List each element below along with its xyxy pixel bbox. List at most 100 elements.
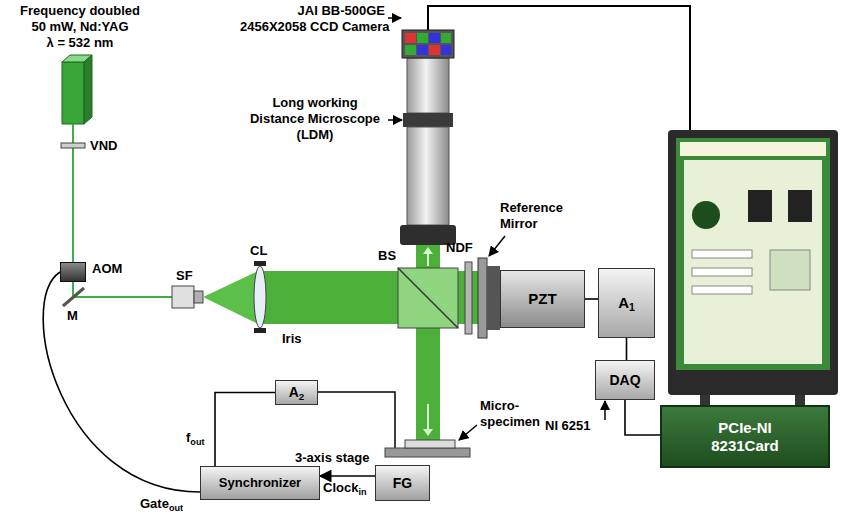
beam-splitter xyxy=(398,268,458,328)
reference-mirror xyxy=(478,258,500,338)
part-label: 3-axis stage xyxy=(295,450,369,466)
connector-wire xyxy=(43,272,200,492)
laser-beam xyxy=(73,296,172,298)
monitor xyxy=(700,395,710,405)
node-text: DAQ xyxy=(609,372,640,388)
ccd-camera xyxy=(405,45,416,55)
node-text: FG xyxy=(393,475,412,491)
microscope xyxy=(403,113,453,127)
stage xyxy=(405,440,455,448)
beam-direction-arrow xyxy=(423,429,433,436)
spatial-filter xyxy=(172,286,203,308)
part-label: NDF xyxy=(446,240,473,256)
aom-box: AOM xyxy=(60,262,86,282)
laser-beam xyxy=(73,124,172,297)
mirror xyxy=(63,288,84,306)
node-text: A1 xyxy=(618,294,635,311)
ccd-camera xyxy=(417,45,428,55)
monitor xyxy=(692,250,752,258)
monitor xyxy=(770,250,810,290)
leader-arrow xyxy=(388,18,605,440)
monitor xyxy=(680,142,826,156)
node-text: AOM xyxy=(92,262,122,277)
collimated-beam xyxy=(262,271,398,324)
ccd-camera xyxy=(429,45,440,55)
monitor xyxy=(676,138,830,370)
mirror xyxy=(63,288,84,306)
connector-wire xyxy=(320,475,375,477)
monitor xyxy=(668,130,838,405)
nd-filter xyxy=(465,262,472,334)
collimating-lens xyxy=(254,266,266,328)
signal-label: fout xyxy=(186,430,204,446)
camera-wire xyxy=(428,6,690,130)
subscript: 2 xyxy=(299,391,304,402)
vnd-filter xyxy=(61,143,85,148)
part-label: Reference Mirror xyxy=(500,200,563,232)
signal-label: Gateout xyxy=(140,496,183,512)
monitor xyxy=(788,190,812,222)
nd-filter xyxy=(465,262,472,334)
collimating-lens xyxy=(254,328,266,333)
laser-label: Frequency doubled 50 mW, Nd:YAG λ = 532 … xyxy=(10,3,150,51)
collimating-lens xyxy=(254,261,266,333)
vnd-filter xyxy=(61,143,85,148)
spatial-filter xyxy=(172,286,194,308)
amplifier-box: A2 xyxy=(275,380,318,405)
leader-arrow xyxy=(489,236,505,256)
microscope xyxy=(400,58,456,245)
signal-label: NI 6251 xyxy=(545,418,591,434)
monitor xyxy=(692,286,752,294)
spatial-filter xyxy=(194,291,203,303)
pzt-box: PZT xyxy=(500,270,585,328)
collimating-lens xyxy=(254,261,266,266)
monitor xyxy=(692,268,752,276)
part-label: BS xyxy=(378,248,396,264)
ccd-camera xyxy=(402,30,454,58)
daq-box: DAQ xyxy=(595,360,655,400)
synchronizer-box: Synchronizer xyxy=(200,466,320,500)
amplifier-box: A1 xyxy=(598,268,655,338)
monitor xyxy=(795,395,805,405)
connector-wire xyxy=(626,338,628,360)
reference-mirror xyxy=(487,266,500,330)
expanding-beam xyxy=(203,271,258,324)
laser xyxy=(84,55,92,124)
collimated-beam xyxy=(416,245,440,268)
monitor xyxy=(748,190,772,222)
node-text: A2 xyxy=(289,384,305,400)
connector-wire xyxy=(215,393,275,467)
function-generator-box: FG xyxy=(375,465,430,501)
monitor xyxy=(692,201,720,229)
ccd-camera xyxy=(429,33,440,43)
camera-wire xyxy=(428,6,690,130)
connector-wire xyxy=(625,400,660,435)
beam-direction-arrow xyxy=(427,252,429,266)
ccd-camera xyxy=(405,33,416,43)
part-label: SF xyxy=(176,268,193,284)
beam-splitter xyxy=(398,268,458,328)
part-label: VND xyxy=(90,138,117,154)
beam-splitter xyxy=(398,268,458,328)
expanding-beam xyxy=(203,271,258,324)
ccd-camera xyxy=(441,45,451,55)
microscope xyxy=(407,58,449,113)
camera-label: JAI BB-500GE 2456X2058 CCD Camera xyxy=(240,3,385,35)
ccd-camera xyxy=(417,33,428,43)
laser xyxy=(62,62,84,124)
node-text: Synchronizer xyxy=(219,476,301,491)
leader-arrow xyxy=(388,17,401,19)
beam-direction-arrow xyxy=(423,247,433,254)
ccd-camera xyxy=(402,30,454,58)
subscript: out xyxy=(169,503,183,513)
microscope-label: Long working Distance Microscope (LDM) xyxy=(245,95,385,143)
connector-wire xyxy=(585,298,598,300)
part-label: CL xyxy=(250,243,267,259)
part-label: Micro-specimen xyxy=(480,398,548,430)
beam-direction-arrow xyxy=(427,404,429,430)
part-label: M xyxy=(67,308,78,324)
microscope xyxy=(407,127,449,225)
subscript: 1 xyxy=(629,302,635,314)
leader-arrow xyxy=(459,425,477,440)
monitor xyxy=(684,160,822,364)
